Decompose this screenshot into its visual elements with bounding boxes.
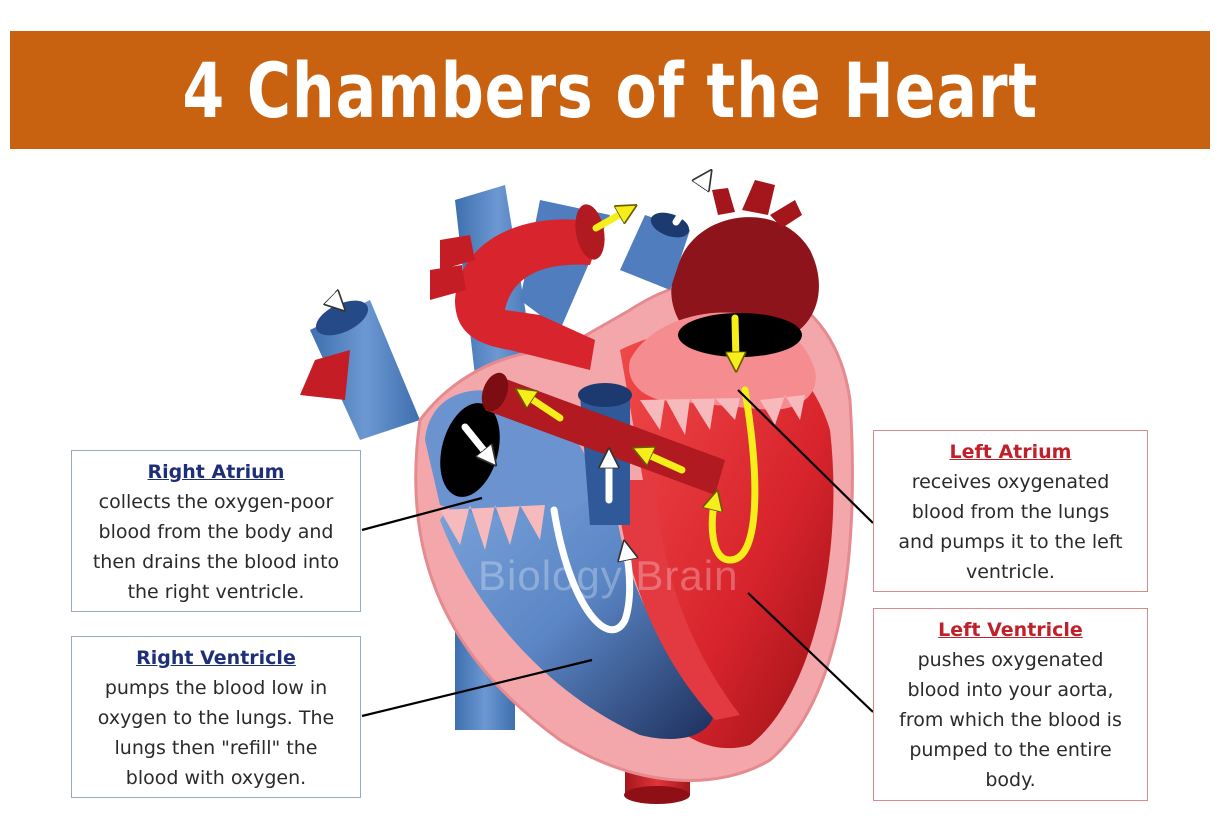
valve-leaflets: [440, 395, 805, 550]
left-atrium-line: receives oxygenated: [911, 471, 1110, 493]
left-ventricle-line: from which the blood is: [899, 709, 1122, 731]
aorta-opening: [575, 204, 605, 260]
right-atrium-line: the right ventricle.: [127, 581, 305, 603]
right-atrium-heading: Right Atrium: [147, 461, 285, 483]
left-vessel: [300, 300, 420, 440]
oxygenated-flow-arrows: [524, 210, 759, 564]
oxygen-poor-flow-arrows: [301, 178, 706, 634]
leader-left-ventricle: [747, 592, 874, 713]
left-atrium: [671, 217, 819, 340]
left-atrium-line: blood from the lungs: [911, 501, 1110, 523]
right-ventricle-heading: Right Ventricle: [136, 647, 296, 669]
right-ventricle-line: lungs then "refill" the: [114, 737, 318, 759]
right-atrium-line: then drains the blood into: [92, 551, 340, 573]
descending-aorta-opening: [624, 786, 690, 804]
septum: [615, 480, 740, 720]
right-atrium-line: collects the oxygen-poor: [98, 491, 334, 513]
pulmonary-vein-opening: [678, 313, 802, 357]
title-banner: 4 Chambers of the Heart: [10, 31, 1210, 149]
right-ventricle-line: pumps the blood low in: [104, 677, 328, 699]
left-ventricle-label: Left Ventricle pushes oxygenated blood i…: [873, 608, 1148, 801]
right-ventricle-label: Right Ventricle pumps the blood low in o…: [71, 636, 361, 798]
right-atrium-line: blood from the body and: [98, 521, 334, 543]
watermark: Biology Brain: [478, 552, 739, 599]
right-ventricle-line: blood with oxygen.: [125, 767, 307, 789]
left-atrium-line: ventricle.: [966, 561, 1055, 583]
leader-lines: [361, 389, 874, 718]
aorta-arch: [455, 219, 600, 370]
left-ventricle-line: body.: [985, 769, 1036, 791]
leader-right-ventricle: [361, 658, 593, 718]
left-atrium-line: and pumps it to the left: [898, 531, 1123, 553]
left-ventricle-line: pumped to the entire: [909, 739, 1112, 761]
page-title: 4 Chambers of the Heart: [182, 45, 1038, 135]
right-ventricle-line: oxygen to the lungs. The: [97, 707, 335, 729]
leader-right-atrium: [361, 496, 483, 532]
right-atrium-label: Right Atrium collects the oxygen-poor bl…: [71, 450, 361, 612]
leader-left-atrium: [737, 389, 874, 524]
right-atrium-opening: [440, 403, 500, 497]
left-ventricle-line: blood into your aorta,: [907, 679, 1114, 701]
left-ventricle-heading: Left Ventricle: [938, 619, 1083, 641]
left-atrium-heading: Left Atrium: [949, 441, 1072, 463]
left-ventricle-line: pushes oxygenated: [917, 649, 1104, 671]
left-atrium-label: Left Atrium receives oxygenated blood fr…: [873, 430, 1148, 592]
